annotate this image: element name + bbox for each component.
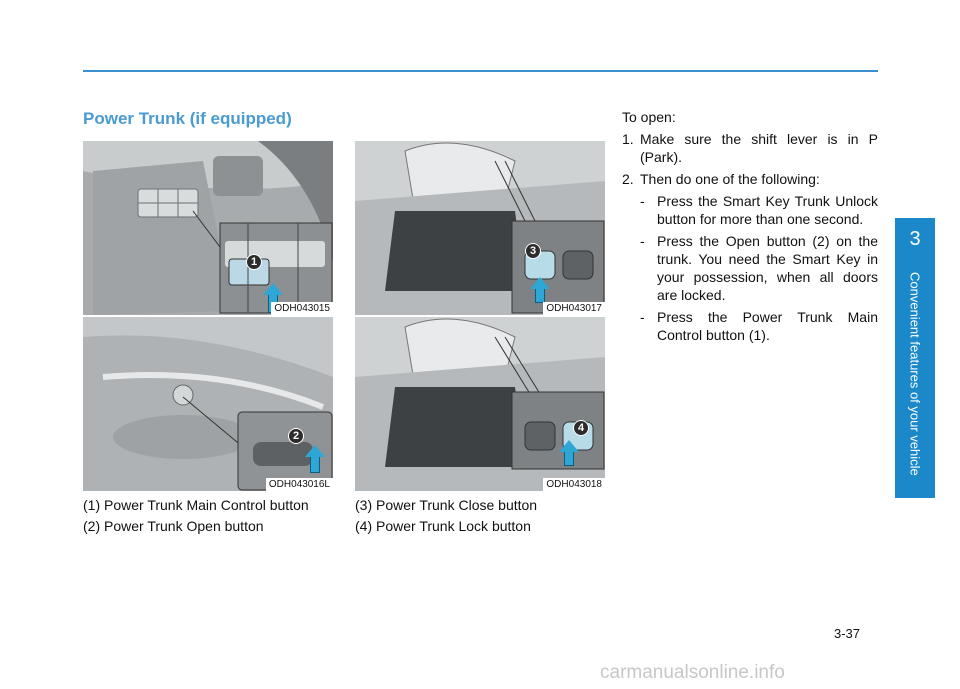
open-trunk-illustration <box>355 317 605 491</box>
chapter-number: 3 <box>909 228 921 250</box>
dashboard-illustration <box>83 141 333 315</box>
dash-bullet: - <box>640 309 645 325</box>
figure-trunk-close-button: 3 ODH043017 <box>355 141 605 315</box>
figure-code: ODH043017 <box>543 302 605 315</box>
arrow-up-icon <box>530 277 550 289</box>
callout-3: 3 <box>525 243 541 259</box>
left-captions: (1) Power Trunk Main Control button (2) … <box>83 495 309 537</box>
step-text: Make sure the shift lever is in P (Park)… <box>640 131 878 165</box>
step-1: 1. Make sure the shift lever is in P (Pa… <box>622 130 878 166</box>
trunk-rear-illustration <box>83 317 333 491</box>
callout-1: 1 <box>246 254 262 270</box>
open-trunk-illustration <box>355 141 605 315</box>
arrow-up-icon <box>263 283 283 295</box>
right-captions: (3) Power Trunk Close button (4) Power T… <box>355 495 537 537</box>
figure-code: ODH043016L <box>265 478 333 491</box>
step-2: 2. Then do one of the following: <box>622 170 878 188</box>
caption-lock-button: (4) Power Trunk Lock button <box>355 518 531 534</box>
instructions: To open: 1. Make sure the shift lever is… <box>622 108 878 344</box>
dash-bullet: - <box>640 233 645 249</box>
option-item: - Press the Power Trunk Main Control but… <box>622 308 878 344</box>
chapter-title: Convenient features of your vehicle <box>907 272 923 476</box>
arrow-stem <box>310 457 320 473</box>
step-text: Then do one of the following: <box>640 171 820 187</box>
page-number: 3-37 <box>834 626 861 641</box>
callout-2: 2 <box>288 428 304 444</box>
step-number: 2. <box>622 171 634 187</box>
step-number: 1. <box>622 131 634 147</box>
chapter-tab: 3 <box>895 218 935 498</box>
section-title: Power Trunk (if equipped) <box>83 109 292 128</box>
figure-code: ODH043015 <box>271 302 333 315</box>
caption-main-control-button: (1) Power Trunk Main Control button <box>83 497 309 513</box>
figure-code: ODH043018 <box>543 478 605 491</box>
option-item: - Press the Open button (2) on the trunk… <box>622 232 878 304</box>
figure-trunk-lock-button: 4 ODH043018 <box>355 317 605 491</box>
figure-trunk-open-button: 2 ODH043016L <box>83 317 333 491</box>
header-rule <box>83 70 878 72</box>
option-text: Press the Smart Key Trunk Unlock button … <box>657 193 878 227</box>
dash-bullet: - <box>640 193 645 209</box>
option-text: Press the Open button (2) on the trunk. … <box>657 233 878 303</box>
caption-open-button: (2) Power Trunk Open button <box>83 518 264 534</box>
arrow-up-icon <box>305 445 325 457</box>
watermark: carmanualsonline.info <box>600 662 785 683</box>
option-text: Press the Power Trunk Main Control butto… <box>657 309 878 343</box>
arrow-up-icon <box>559 440 579 452</box>
callout-4: 4 <box>573 420 589 436</box>
option-item: - Press the Smart Key Trunk Unlock butto… <box>622 192 878 228</box>
caption-close-button: (3) Power Trunk Close button <box>355 497 538 513</box>
instructions-heading: To open: <box>622 109 676 125</box>
arrow-stem <box>535 289 545 303</box>
chapter-title-wrapper: Convenient features of your vehicle <box>896 258 934 490</box>
figure-main-control-button: 1 ODH043015 <box>83 141 333 315</box>
arrow-stem <box>564 452 574 466</box>
